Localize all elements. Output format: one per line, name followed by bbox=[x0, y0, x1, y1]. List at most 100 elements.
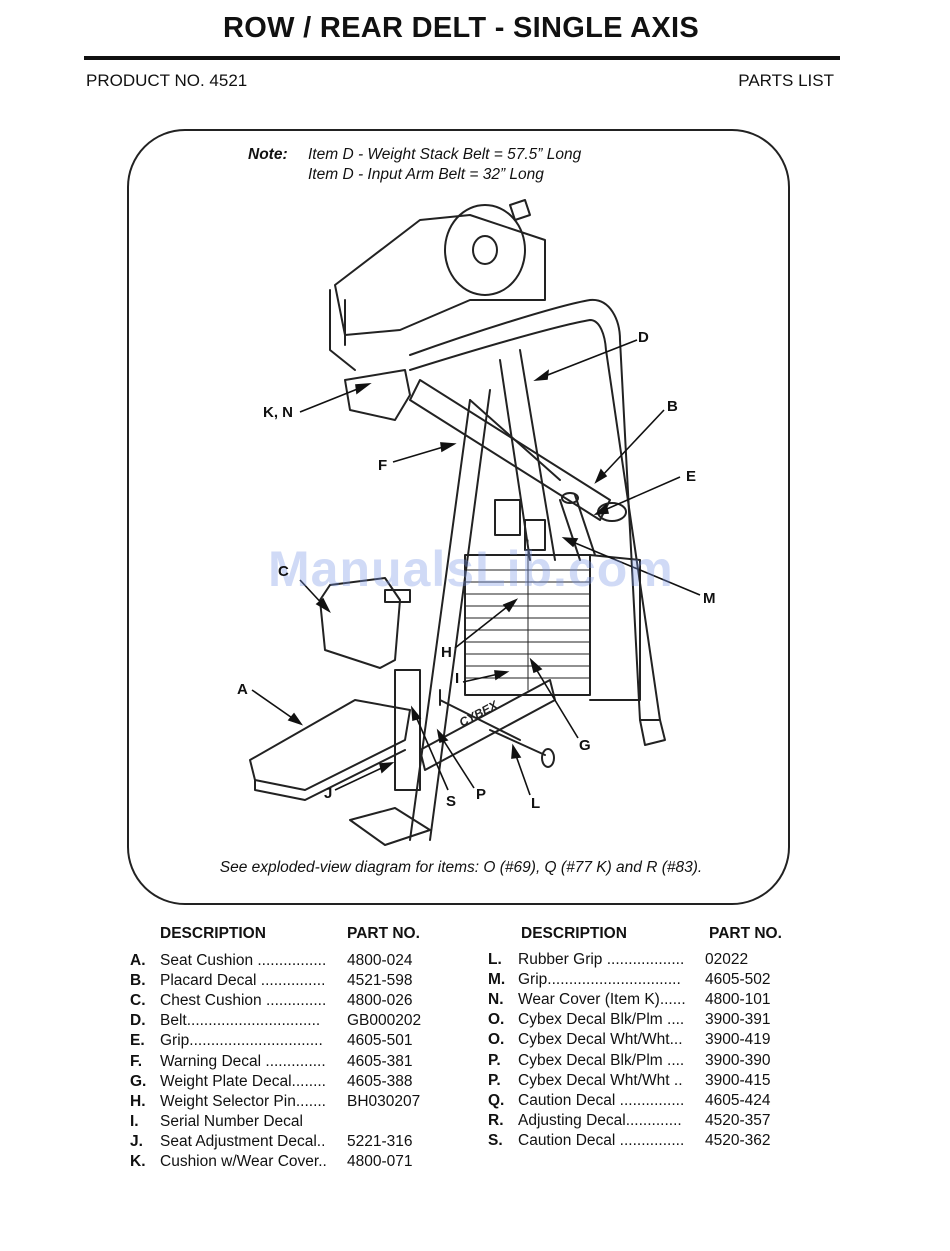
part-letter: O. bbox=[488, 1031, 505, 1049]
part-description: Cybex Decal Blk/Plm .... bbox=[518, 1011, 685, 1029]
part-number: 4520-357 bbox=[705, 1111, 771, 1129]
callout-i: I bbox=[455, 670, 460, 687]
part-letter: L. bbox=[488, 951, 502, 968]
part-description: Grip............................... bbox=[518, 971, 681, 989]
part-letter: N. bbox=[488, 991, 504, 1009]
part-letter: C. bbox=[130, 992, 146, 1010]
belt-note: Note: Item D - Weight Stack Belt = 57.5” … bbox=[248, 145, 581, 185]
parts-row: P. Cybex Decal Blk/Plm .... 3900-390 bbox=[488, 1052, 808, 1072]
seat-cushion bbox=[249, 699, 411, 791]
product-number: PRODUCT NO. 4521 bbox=[86, 71, 248, 90]
part-number: GB000202 bbox=[347, 1012, 422, 1030]
part-letter: P. bbox=[488, 1051, 501, 1069]
parts-row: B. Placard Decal ............... 4521-598 bbox=[130, 972, 450, 992]
part-number: 02022 bbox=[705, 951, 749, 968]
part-description: Warning Decal .............. bbox=[160, 1052, 326, 1070]
part-description: Cybex Decal Wht/Wht... bbox=[518, 1031, 683, 1049]
part-number: 4605-388 bbox=[347, 1072, 413, 1090]
parts-row: C.Chest Cushion ..............4800-026 bbox=[130, 992, 450, 1012]
callout-h: H bbox=[441, 644, 452, 661]
part-number: 3900-390 bbox=[705, 1051, 771, 1069]
parts-row: M. Grip............................... 460… bbox=[488, 971, 808, 991]
front-foot bbox=[639, 719, 666, 746]
callout-d: D bbox=[638, 329, 649, 346]
part-description: Seat Cushion ................ bbox=[160, 952, 327, 969]
part-description: Grip............................... bbox=[160, 1032, 323, 1050]
frame-brand-label: CYBEX bbox=[457, 697, 501, 729]
callout-j: J bbox=[324, 785, 333, 802]
part-description: Cybex Decal Wht/Wht .. bbox=[518, 1071, 683, 1089]
parts-row: O. Cybex Decal Blk/Plm .... 3900-391 bbox=[488, 1011, 808, 1031]
part-letter: H. bbox=[130, 1092, 146, 1110]
callout-p: P bbox=[476, 786, 487, 803]
part-number: 4605-381 bbox=[347, 1052, 413, 1070]
callout-m: M bbox=[703, 590, 716, 607]
callout-k-n: K, N bbox=[263, 404, 293, 421]
part-description: Rubber Grip .................. bbox=[518, 951, 685, 968]
part-number: 4605-424 bbox=[705, 1091, 771, 1109]
left-col-part-header: PART NO. bbox=[347, 925, 420, 942]
top-pulley bbox=[444, 204, 526, 296]
part-number: 4521-598 bbox=[347, 972, 413, 990]
parts-row: A.Seat Cushion ................4800-024 bbox=[130, 952, 450, 972]
callout-e: E bbox=[686, 468, 697, 485]
part-letter: E. bbox=[130, 1032, 145, 1050]
part-letter: F. bbox=[130, 1052, 143, 1070]
part-letter: B. bbox=[130, 972, 146, 990]
machine-diagram: CYBEX bbox=[249, 199, 701, 846]
part-description: Cybex Decal Blk/Plm .... bbox=[518, 1051, 685, 1069]
part-number: BH030207 bbox=[347, 1092, 421, 1110]
note-line-2: Item D - Input Arm Belt = 32” Long bbox=[308, 166, 544, 183]
callout-b: B bbox=[667, 398, 678, 415]
part-number: 4605-501 bbox=[347, 1032, 413, 1050]
part-letter: A. bbox=[130, 952, 146, 969]
part-number: 4800-071 bbox=[347, 1153, 413, 1170]
parts-row: P. Cybex Decal Wht/Wht .. 3900-415 bbox=[488, 1072, 808, 1092]
parts-row: K.Cushion w/Wear Cover..4800-071 bbox=[130, 1153, 450, 1173]
part-letter: P. bbox=[488, 1071, 501, 1089]
callout-g: G bbox=[579, 737, 591, 754]
part-letter: K. bbox=[130, 1153, 146, 1170]
part-letter: O. bbox=[488, 1011, 505, 1029]
part-description: Seat Adjustment Decal.. bbox=[160, 1132, 326, 1150]
part-description: Wear Cover (Item K)...... bbox=[518, 991, 686, 1009]
parts-row: O. Cybex Decal Wht/Wht... 3900-419 bbox=[488, 1031, 808, 1051]
part-letter: I. bbox=[130, 1112, 139, 1130]
watermark: ManualsLib.com bbox=[268, 541, 674, 597]
note-line-1: Item D - Weight Stack Belt = 57.5” Long bbox=[308, 146, 582, 163]
chest-pad-rear bbox=[344, 369, 411, 421]
title-rule bbox=[84, 56, 840, 60]
part-number: 3900-391 bbox=[705, 1011, 771, 1029]
part-letter: R. bbox=[488, 1111, 504, 1129]
part-description: Adjusting Decal............. bbox=[518, 1111, 682, 1129]
callout-s: S bbox=[446, 793, 457, 810]
part-description: Belt............................... bbox=[160, 1012, 321, 1030]
callout-f: F bbox=[378, 457, 388, 474]
part-description: Caution Decal ............... bbox=[518, 1131, 685, 1149]
front-upright bbox=[409, 298, 641, 721]
diagram-frame bbox=[127, 129, 790, 905]
part-number: 4520-362 bbox=[705, 1131, 771, 1149]
parts-row: S. Caution Decal ............... 4520-362 bbox=[488, 1132, 808, 1152]
part-number: 3900-419 bbox=[705, 1031, 771, 1049]
part-number: 5221-316 bbox=[347, 1132, 413, 1150]
part-letter: M. bbox=[488, 971, 506, 989]
part-description: Weight Selector Pin....... bbox=[160, 1092, 326, 1110]
part-number: 3900-415 bbox=[705, 1071, 771, 1089]
parts-row: Q.Caution Decal ...............4605-424 bbox=[488, 1092, 808, 1112]
parts-row: I.Serial Number Decal bbox=[130, 1113, 450, 1133]
part-letter: S. bbox=[488, 1131, 503, 1149]
parts-row: L. Rubber Grip .................. 02022 bbox=[488, 951, 808, 971]
part-description: Caution Decal ............... bbox=[518, 1091, 685, 1109]
note-label: Note: bbox=[248, 146, 288, 163]
part-number: 4605-502 bbox=[705, 971, 771, 989]
parts-row: D. Belt............................... GB0… bbox=[130, 1012, 450, 1032]
chest-cushion bbox=[319, 577, 401, 669]
part-letter: J. bbox=[130, 1132, 143, 1150]
part-description: Placard Decal ............... bbox=[160, 972, 326, 990]
part-letter: D. bbox=[130, 1012, 146, 1030]
parts-row: N. Wear Cover (Item K)...... 4800-101 bbox=[488, 991, 808, 1011]
parts-row: G.Weight Plate Decal........4605-388 bbox=[130, 1073, 450, 1093]
part-number: 4800-101 bbox=[705, 991, 771, 1009]
parts-row: E. Grip............................... 460… bbox=[130, 1032, 450, 1052]
